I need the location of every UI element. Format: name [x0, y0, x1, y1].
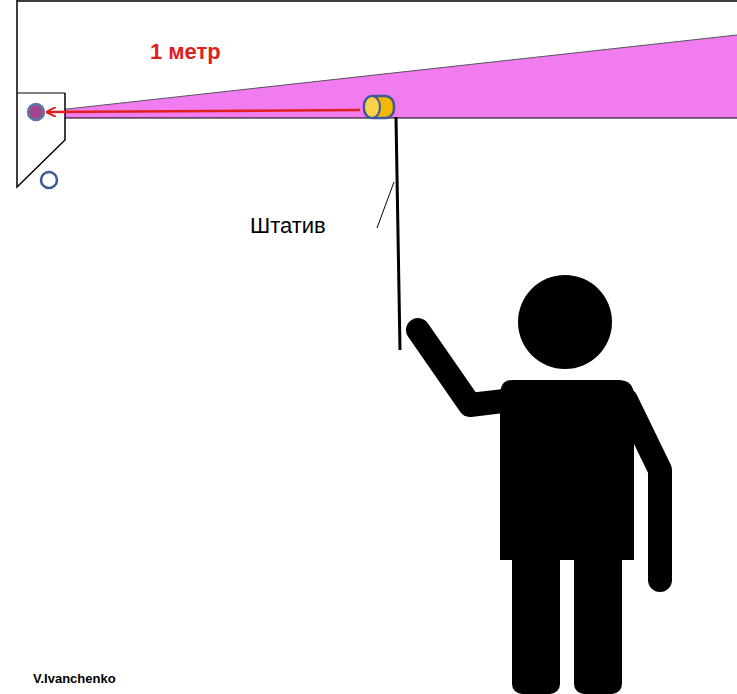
author-watermark: V.Ivanchenko	[33, 672, 116, 686]
small-sensor	[41, 172, 57, 188]
leader-line	[377, 182, 394, 228]
detector-housing	[17, 93, 65, 94]
light-source	[364, 96, 380, 118]
tripod-label: Штатив	[250, 214, 326, 238]
light-source	[364, 96, 394, 118]
beam	[40, 35, 737, 118]
detector-housing	[17, 0, 65, 187]
distance-arrow	[48, 110, 360, 112]
distance-label: 1 метр	[150, 40, 221, 64]
ceiling-line	[17, 0, 737, 2]
person	[418, 275, 660, 694]
detector	[28, 104, 44, 120]
beam-edge	[65, 118, 737, 119]
tripod	[396, 117, 400, 350]
